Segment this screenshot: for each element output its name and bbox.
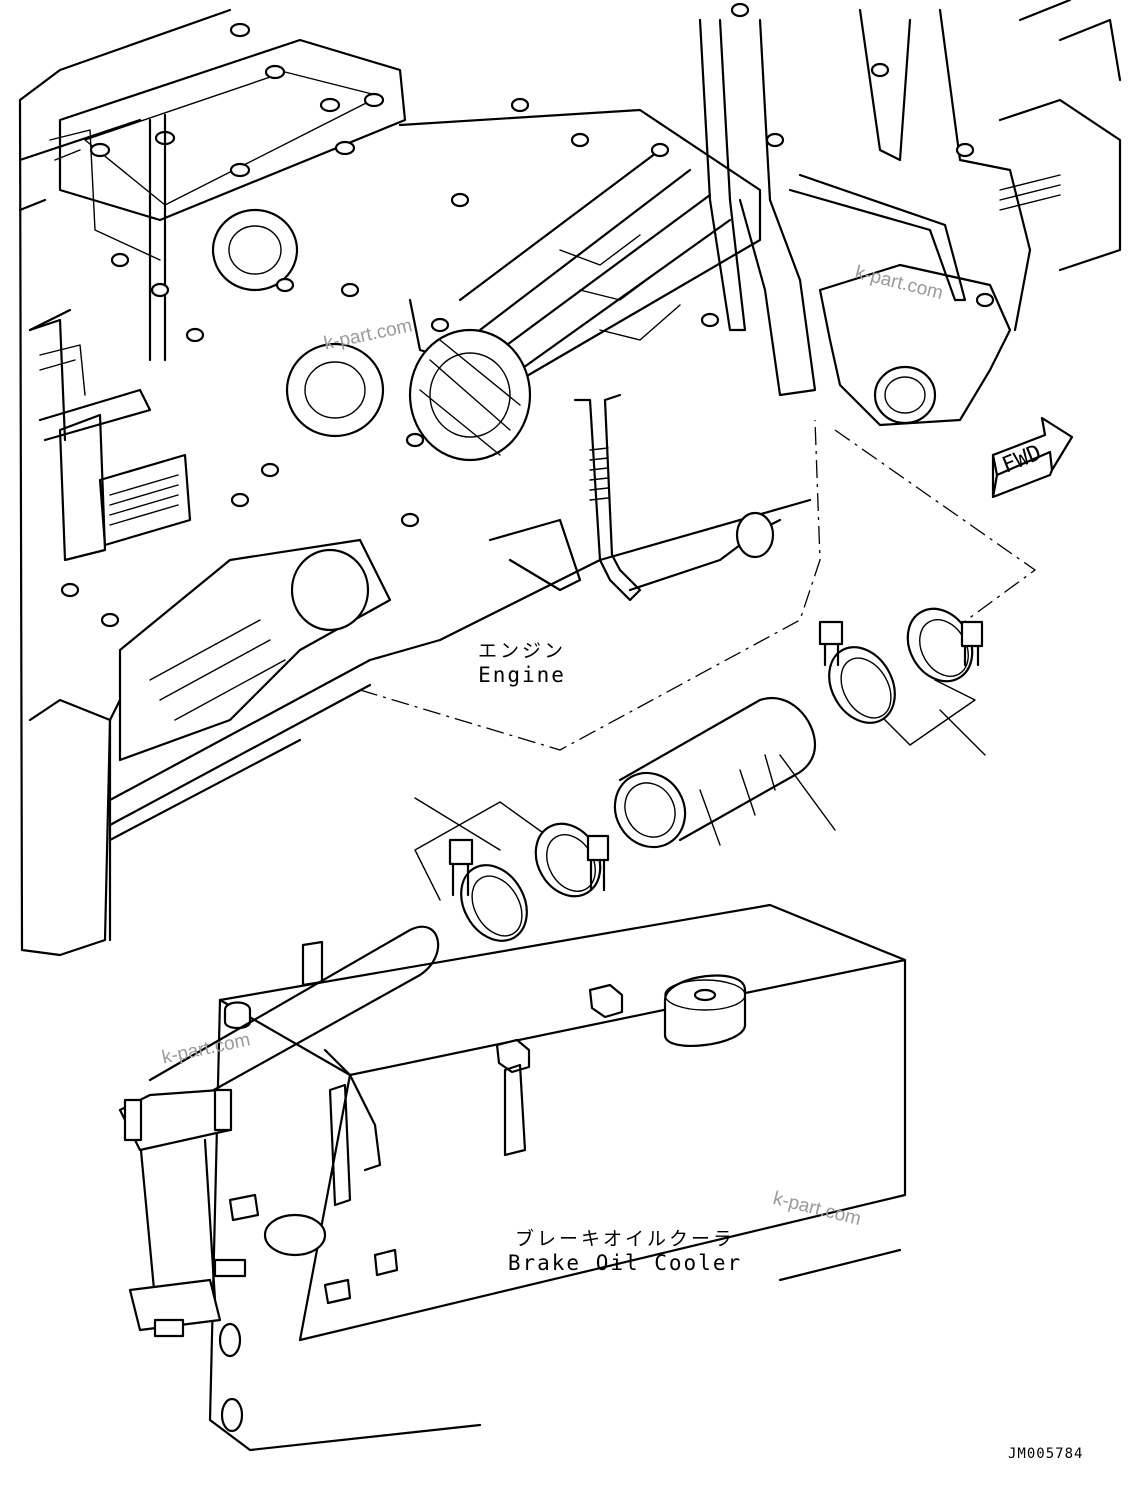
engine-label: エンジン Engine: [462, 636, 582, 687]
engine-assembly: [18, 0, 1122, 957]
hose-and-clamps: [414, 607, 986, 942]
drawing-id: JM005784: [1008, 1446, 1084, 1462]
brake-oil-cooler: [118, 903, 907, 1452]
brake-oil-cooler-label: ブレーキオイルクーラ Brake Oil Cooler: [505, 1224, 745, 1275]
engine-label-en: Engine: [478, 663, 566, 687]
brake-oil-cooler-label-jp: ブレーキオイルクーラ: [514, 1228, 735, 1250]
fwd-arrow: [991, 416, 1074, 499]
engine-label-jp: エンジン: [477, 640, 566, 662]
brake-oil-cooler-label-en: Brake Oil Cooler: [507, 1251, 743, 1275]
